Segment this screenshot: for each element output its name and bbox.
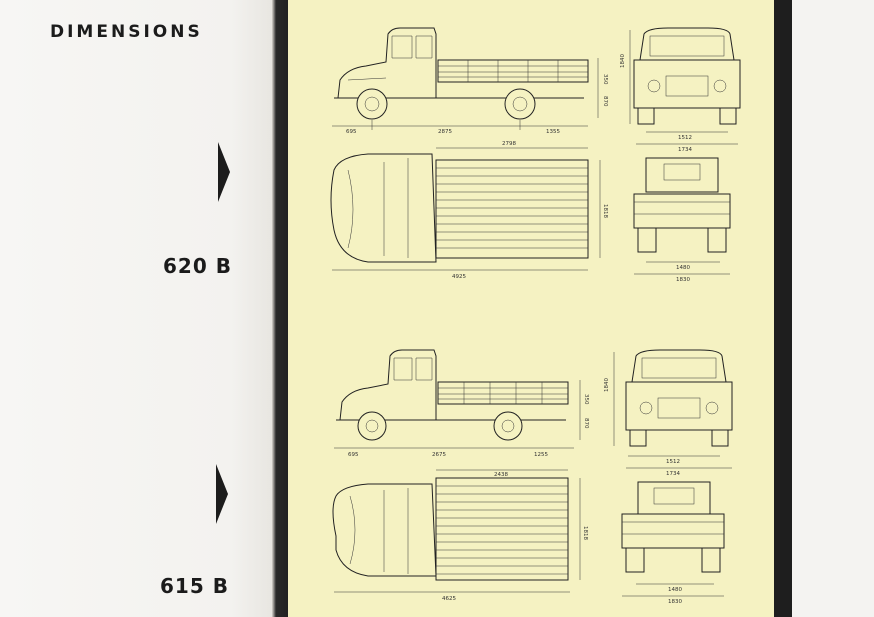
dim-front-width: 1734 (678, 147, 692, 153)
dim-rear-overhang: 1355 (546, 129, 560, 135)
dim-bed-length: 2798 (502, 141, 516, 147)
dim-frame-height: 870 (602, 96, 608, 107)
dim-wheelbase: 2875 (438, 129, 452, 135)
page-gutter (272, 0, 288, 617)
page-title: DIMENSIONS (50, 22, 203, 42)
dim-front-height: 1840 (604, 378, 610, 392)
model-label-620b: 620 B (163, 254, 232, 278)
dim-front-track: 1512 (666, 459, 680, 465)
dim-rear-track: 1480 (676, 265, 690, 271)
arrow-marker-620b (218, 142, 230, 202)
rear-view-615b: 1480 1830 (621, 481, 725, 605)
rear-view-620b: 1480 1830 (633, 157, 731, 283)
dim-front-width: 1734 (666, 471, 680, 477)
dim-wheelbase: 2675 (432, 452, 446, 458)
dim-rear-overhang: 1255 (534, 452, 548, 458)
front-view-620b: 1840 1512 1734 (620, 27, 741, 153)
top-view-615b: 2438 1818 4625 (332, 469, 588, 602)
front-view-615b: 1840 1512 1734 (604, 349, 733, 477)
side-view-615b: 695 2675 1255 350 870 (334, 349, 589, 458)
dim-front-track: 1512 (678, 135, 692, 141)
right-margin (792, 0, 874, 617)
dim-frame-height: 870 (583, 418, 589, 429)
dim-bed-height: 350 (583, 394, 589, 405)
dim-overhang: 695 (346, 129, 357, 135)
page-edge (774, 0, 792, 617)
dim-rear-width: 1830 (676, 277, 690, 283)
dim-bed-height: 350 (602, 74, 608, 85)
dim-bed-width: 1818 (582, 526, 588, 540)
blueprint-drawing: 695 2875 1355 350 870 1840 1512 1734 279… (330, 27, 741, 605)
dim-front-height: 1840 (620, 54, 626, 68)
dim-rear-track: 1480 (668, 587, 682, 593)
dim-bed-length: 2438 (494, 472, 508, 478)
arrow-marker-615b (216, 464, 228, 524)
left-page (0, 0, 272, 617)
top-view-620b: 2798 1818 4925 (330, 141, 608, 280)
dim-total-length: 4625 (442, 596, 456, 602)
side-view-620b: 695 2875 1355 350 870 (332, 27, 608, 135)
dim-rear-width: 1830 (668, 599, 682, 605)
dim-total-length: 4925 (452, 274, 466, 280)
model-label-615b: 615 B (160, 574, 229, 598)
dim-bed-width: 1818 (602, 204, 608, 218)
dim-overhang: 695 (348, 452, 359, 458)
